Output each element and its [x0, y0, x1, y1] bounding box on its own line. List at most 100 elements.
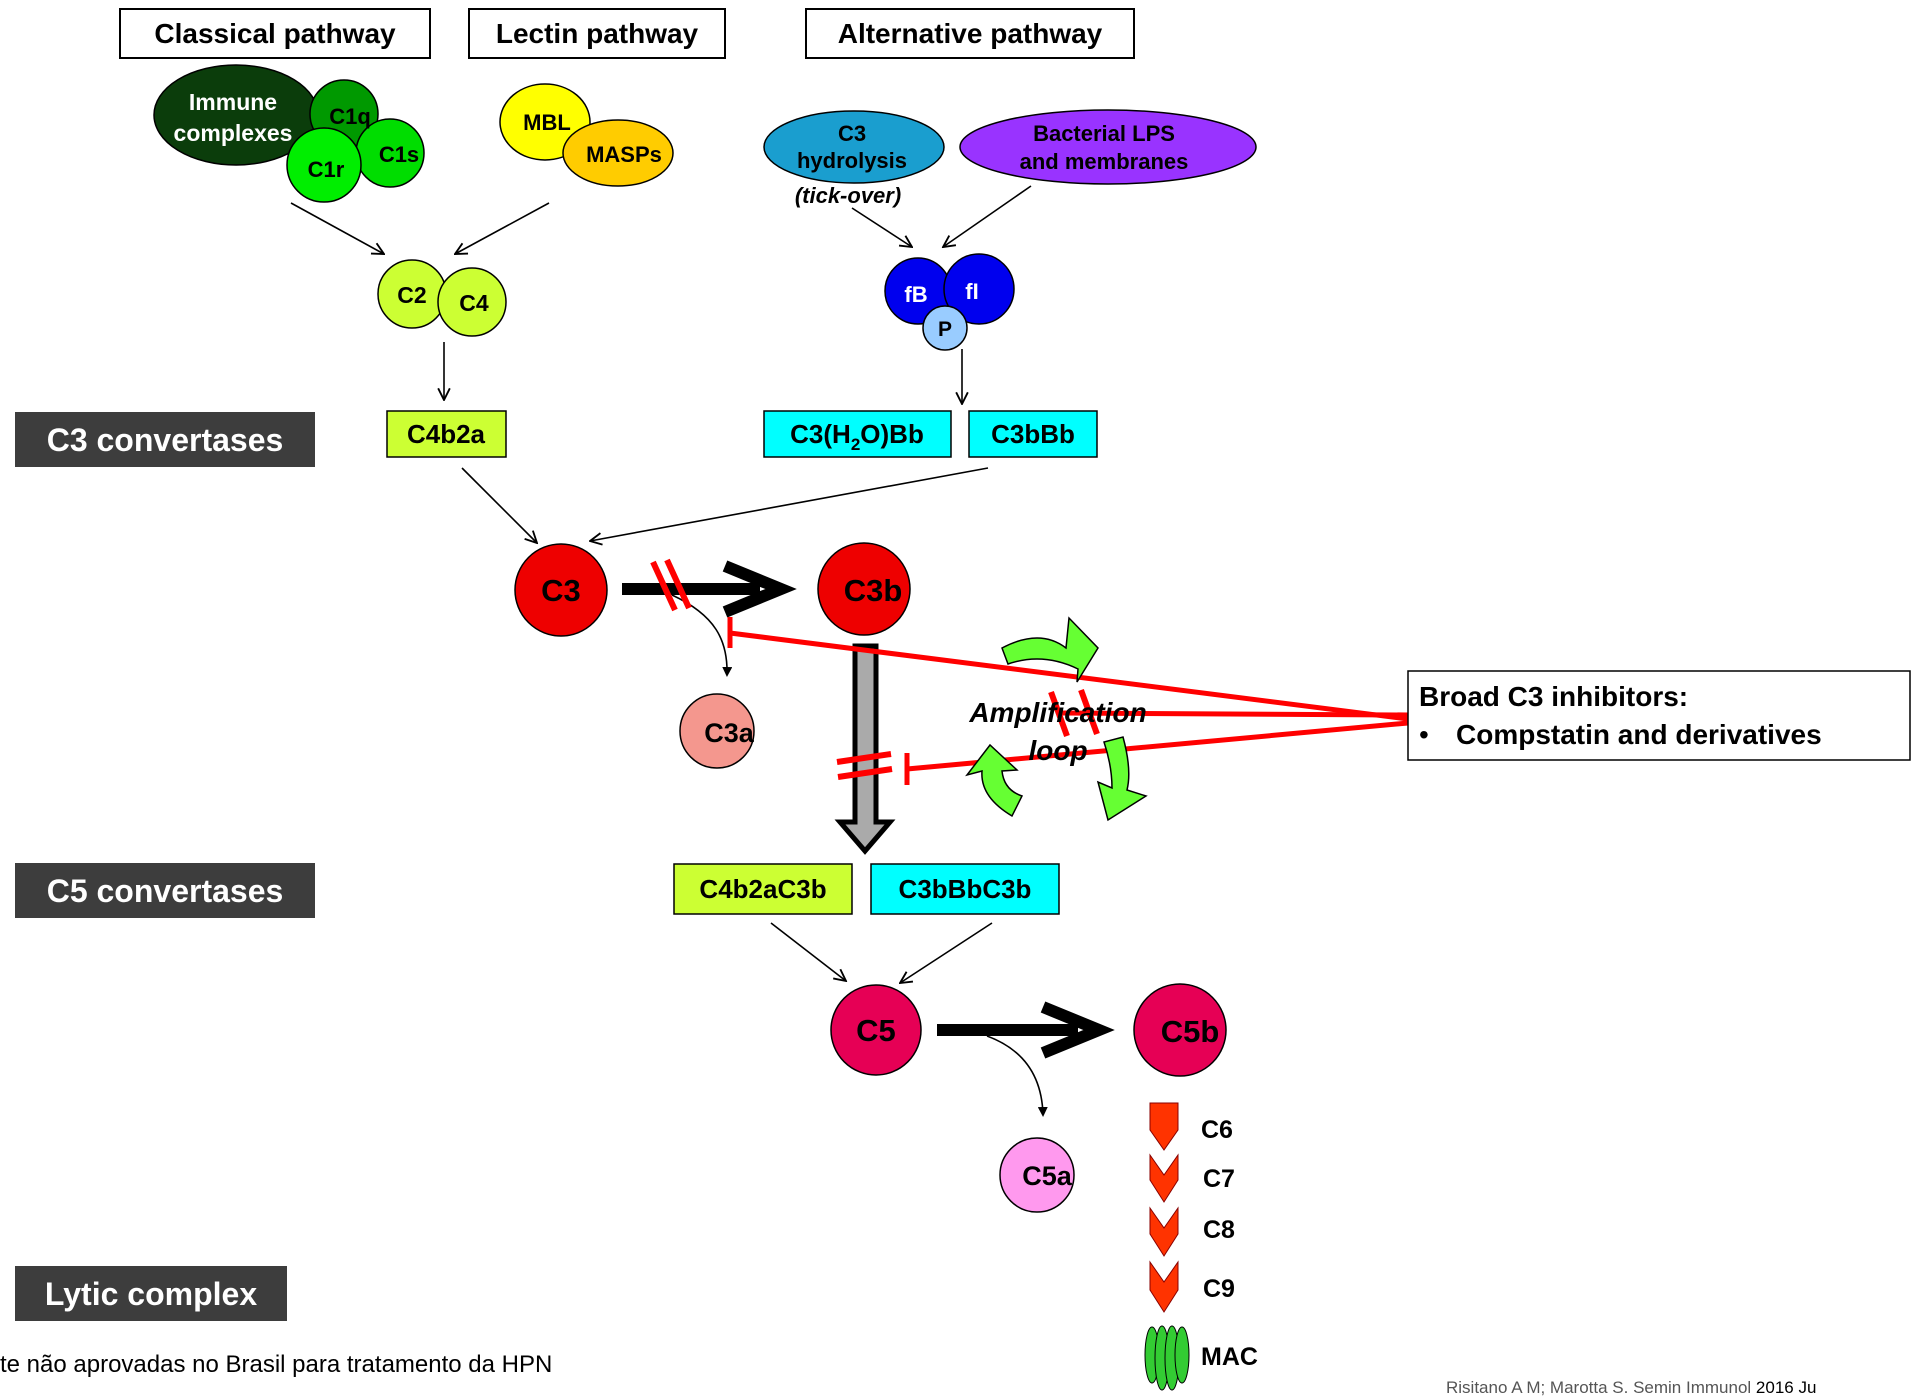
mac-cascade: C6 C7 C8 C9: [1149, 1102, 1235, 1313]
c3-hydrolysis-node: [763, 110, 945, 184]
c3bbb-label: C3bBb: [991, 419, 1075, 449]
classical-cluster: Immune complexes C1q C1s C1r: [153, 64, 425, 203]
c6-label: C6: [1201, 1116, 1233, 1144]
c5a-label: C5a: [1022, 1161, 1073, 1191]
c5-label: C5: [856, 1013, 896, 1048]
c3h2obb-label-a: C3(H: [790, 419, 851, 449]
immune-label-2: complexes: [174, 120, 293, 146]
c5-convertases-text: C5 convertases: [47, 873, 284, 909]
c4b2ac3b-box: C4b2aC3b: [673, 863, 853, 915]
lps-label-1: Bacterial LPS: [1033, 121, 1175, 146]
arrow-hydrolysis-to-factors: [851, 207, 912, 247]
c1r-node: [286, 127, 362, 203]
c8-label: C8: [1203, 1216, 1235, 1244]
c3-label: C3: [541, 573, 581, 608]
alternative-initiators: C3 hydrolysis (tick-over) Bacterial LPS …: [763, 109, 1257, 208]
c9-label: C9: [1203, 1275, 1235, 1303]
c3h2obb-box: C3(H2O)Bb: [763, 410, 952, 458]
c7-label: C7: [1203, 1165, 1235, 1193]
c3b-node: [817, 542, 911, 636]
c2-c4-cluster: C2 C4: [377, 259, 507, 337]
lytic-complex-label: Lytic complex: [15, 1266, 287, 1321]
arrow-classical-to-c2c4: [290, 202, 384, 254]
c4b2ac3b-label: C4b2aC3b: [699, 874, 826, 904]
masps-node: [562, 119, 674, 187]
c5b-label: C5b: [1161, 1014, 1220, 1049]
inhibitor-item: Compstatin and derivatives: [1456, 719, 1822, 750]
hydrolysis-label-2: hydrolysis: [797, 148, 907, 173]
hydrolysis-label-1: C3: [838, 121, 866, 146]
mac-label: MAC: [1201, 1343, 1258, 1371]
arrow-lectin-to-c2c4: [455, 202, 550, 254]
arrow-c3bbbc3b-to-c5: [900, 922, 993, 983]
p-label: P: [938, 318, 952, 341]
c9-chevron: [1149, 1260, 1179, 1313]
c3h2obb-subscript: 2: [851, 435, 860, 454]
arrow-c3-to-c3a: [671, 594, 733, 677]
c3b-label: C3b: [844, 573, 903, 608]
c3h2obb-label-b: O)Bb: [860, 419, 924, 449]
alternative-factors-cluster: fB fI P: [884, 253, 1015, 351]
c2-label: C2: [397, 282, 426, 308]
lps-label-2: and membranes: [1020, 149, 1189, 174]
arrow-c4b2ac3b-to-c5: [770, 922, 846, 981]
tickover-label: (tick-over): [795, 183, 901, 208]
c3-to-c3b-arrow: [622, 560, 797, 618]
c1r-label: C1r: [308, 157, 345, 182]
c3-node: [514, 543, 608, 637]
c8-chevron: [1149, 1206, 1179, 1257]
c4-node: [437, 267, 507, 337]
fb-label: fB: [904, 282, 927, 307]
c5-convertases-label: C5 convertases: [15, 863, 315, 918]
c3b-to-c5-convertase-arrow: [834, 643, 896, 855]
amplification-loop-arrows: [965, 616, 1148, 822]
c5-to-c5b-arrow: [937, 1001, 1115, 1059]
lytic-complex-text: Lytic complex: [45, 1276, 257, 1312]
masps-label: MASPs: [586, 142, 662, 167]
footer-note: te não aprovadas no Brasil para tratamen…: [0, 1351, 552, 1378]
fi-label: fI: [965, 279, 978, 304]
c3a-node: [679, 693, 755, 769]
citation: Risitano A M; Marotta S. Semin Immunol 2…: [1446, 1378, 1816, 1396]
immune-label-1: Immune: [189, 89, 277, 115]
citation-year: 2016 Ju: [1756, 1378, 1817, 1396]
amplification-label-2: loop: [1028, 735, 1087, 766]
c1s-label: C1s: [379, 142, 419, 167]
c1q-label: C1q: [329, 104, 371, 129]
citation-authors: Risitano A M; Marotta S. Semin Immunol: [1446, 1378, 1756, 1396]
arrow-c3bbb-to-c3: [590, 467, 989, 541]
c6-chevron: [1149, 1102, 1179, 1151]
bacterial-lps-node: [959, 109, 1257, 185]
arrow-c4b2a-to-c3: [461, 467, 537, 543]
c4-label: C4: [459, 290, 489, 316]
c3-convertases-label: C3 convertases: [15, 412, 315, 467]
fi-node: [943, 253, 1015, 325]
broad-c3-inhibitors-box: Broad C3 inhibitors: • Compstatin and de…: [1407, 670, 1911, 761]
inhibitor-bullet: •: [1419, 719, 1429, 750]
lectin-pathway-label: Lectin pathway: [496, 18, 699, 49]
classical-pathway-label: Classical pathway: [154, 18, 396, 49]
c3h2obb-label: C3(H2O)Bb: [790, 419, 924, 454]
c7-chevron: [1149, 1153, 1179, 1203]
alternative-pathway-header: Alternative pathway: [805, 8, 1135, 59]
lectin-pathway-header: Lectin pathway: [468, 8, 726, 59]
c3bbbc3b-box: C3bBbC3b: [870, 863, 1060, 915]
mbl-label: MBL: [523, 110, 571, 135]
alternative-pathway-label: Alternative pathway: [838, 18, 1103, 49]
c3-convertases-text: C3 convertases: [47, 422, 284, 458]
amplification-label-1: Amplification: [968, 697, 1146, 728]
c5b-node: [1133, 983, 1227, 1077]
inhibitor-title: Broad C3 inhibitors:: [1419, 681, 1688, 712]
c5a-node: [999, 1137, 1075, 1213]
arrow-lps-to-factors: [943, 185, 1032, 247]
classical-pathway-header: Classical pathway: [119, 8, 431, 59]
c3a-label: C3a: [704, 718, 755, 748]
c3bbbc3b-label: C3bBbC3b: [899, 874, 1032, 904]
c5-node: [830, 984, 922, 1076]
arrow-c5-to-c5a: [986, 1035, 1048, 1117]
c4b2a-label: C4b2a: [407, 419, 486, 449]
lectin-cluster: MBL MASPs: [499, 83, 674, 187]
p-node: [922, 305, 968, 351]
c4b2a-box: C4b2a: [386, 410, 507, 458]
c3bbb-box: C3bBb: [968, 410, 1098, 458]
